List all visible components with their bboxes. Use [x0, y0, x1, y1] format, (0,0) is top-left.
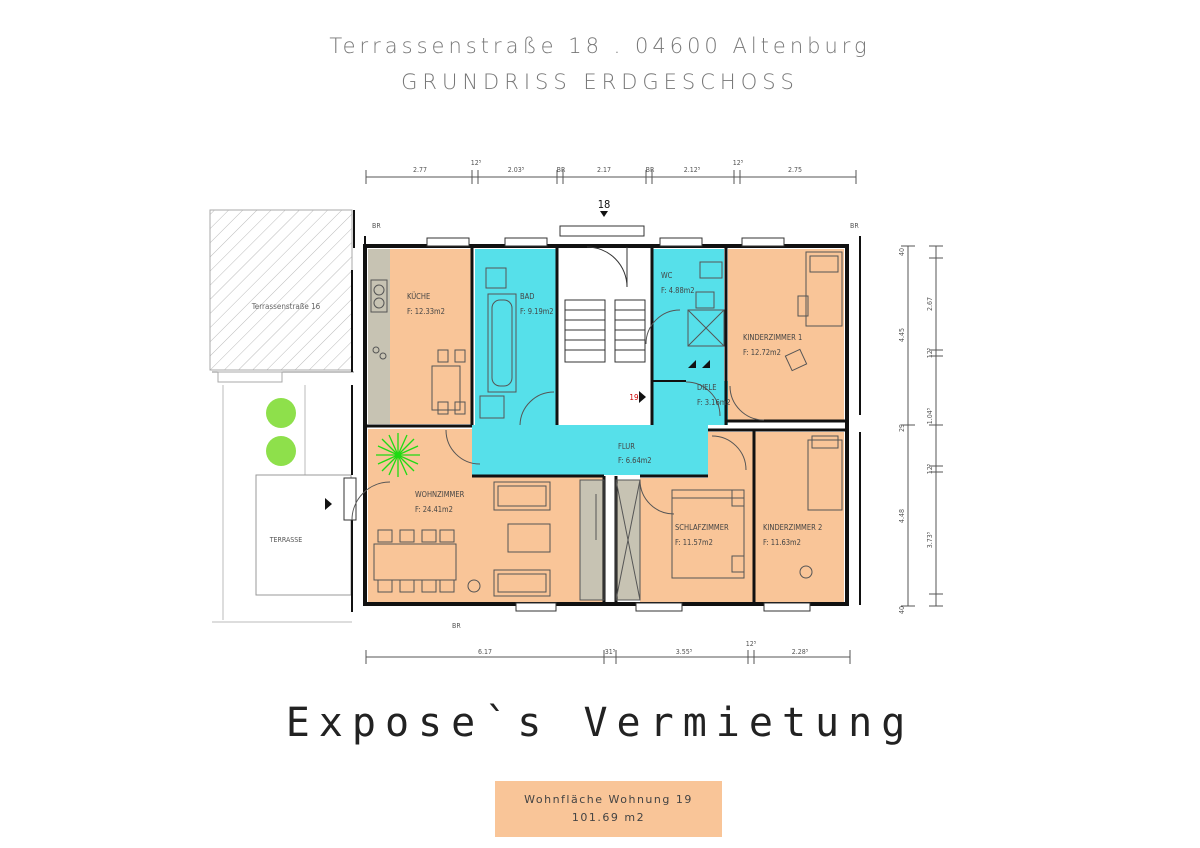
- tree-icon: [266, 436, 296, 466]
- dimension-line-right: 4.45 4.48 40 2.67 12⁵ 1.04⁵ 29 12⁵ 3.73⁵…: [898, 245, 943, 614]
- dim-top-1: 2.77: [413, 166, 427, 174]
- dim-top-6: BR: [646, 166, 655, 174]
- tree-icon: [266, 398, 296, 428]
- dim-top-9: 2.75: [788, 166, 802, 174]
- dim-right-inner-5: 12⁵: [926, 463, 934, 474]
- dim-right-inner-1: 40: [898, 248, 906, 256]
- sink-icon: [479, 395, 505, 419]
- living-area-box: Wohnfläche Wohnung 19 101.69 m2: [495, 781, 722, 837]
- dim-right-outer-1: 4.45: [898, 328, 906, 342]
- room-name-kinderzimmer-2: KINDERZIMMER 2: [763, 523, 822, 532]
- apartment-number: 19: [629, 393, 639, 402]
- bed-icon: [807, 439, 843, 511]
- dim-bottom-5: 2.28⁵: [792, 648, 809, 656]
- room-area-wohnzimmer: F: 24.41m2: [415, 505, 453, 514]
- stove-icon: [370, 279, 388, 313]
- dim-top-8: 12⁵: [733, 159, 744, 167]
- room-name-wc: WC: [661, 271, 673, 280]
- room-area-diele: F: 3.16m2: [697, 398, 731, 407]
- room-area-flur: F: 6.64m2: [618, 456, 652, 465]
- dim-right-mid: 29: [898, 424, 906, 432]
- wardrobe-icon: [579, 479, 605, 601]
- apartment-door-arrow-icon: [639, 391, 646, 403]
- room-area-wc: F: 4.88m2: [661, 286, 695, 295]
- room-name-kinderzimmer-1: KINDERZIMMER 1: [743, 333, 802, 342]
- dim-bottom-3: 3.55⁵: [676, 648, 693, 656]
- dining-table-icon: [373, 543, 457, 581]
- dim-top-7: 2.12⁵: [684, 166, 701, 174]
- neighbor-building: Terrassenstraße 16: [209, 209, 354, 383]
- sofa-icon: [493, 569, 551, 597]
- shower-icon: [687, 309, 725, 347]
- small-arrow-icon: [688, 360, 696, 368]
- furniture: [351, 251, 843, 601]
- br-label: BR: [372, 222, 381, 230]
- neighbor-label: Terrassenstraße 16: [251, 302, 321, 311]
- br-label: BR: [452, 622, 461, 630]
- living-area-value: 101.69 m2: [571, 811, 646, 824]
- dim-right-inner-2: 2.67: [926, 297, 934, 311]
- expose-title: Expose`s Vermietung: [285, 700, 915, 746]
- dining-table-icon: [431, 365, 461, 411]
- room-name-flur: FLUR: [618, 442, 635, 451]
- room-area-kinderzimmer-1: F: 12.72m2: [743, 348, 781, 357]
- walls: [351, 210, 861, 612]
- room-area-kueche: F: 12.33m2: [407, 307, 445, 316]
- room-name-schlafzimmer: SCHLAFZIMMER: [675, 523, 729, 532]
- toilet-icon: [695, 291, 715, 309]
- dim-bottom-2: 31⁵: [605, 648, 616, 656]
- wardrobe-icon: [615, 479, 641, 601]
- room-labels: KÜCHE F: 12.33m2 BAD F: 9.19m2 WC F: 4.8…: [407, 271, 822, 547]
- dimension-line-bottom: 6.17 31⁵ 3.55⁵ 12⁵ 2.28⁵: [365, 640, 851, 664]
- room-area-bad: F: 9.19m2: [520, 307, 554, 316]
- terrace-arrow-icon: [325, 498, 332, 510]
- dim-right-inner-4: 1.04⁵: [926, 407, 934, 424]
- plan-title: GRUNDRISS ERDGESCHOSS: [401, 70, 799, 94]
- single-bed-icon: [805, 251, 843, 327]
- address-heading: Terrassenstraße 18 . 04600 Altenburg: [329, 34, 871, 58]
- dim-right-inner-6: 3.73⁵: [926, 531, 934, 548]
- dimension-line-top: 2.77 12⁵ 2.03⁵ BR 2.17 BR 2.12⁵ 12⁵ 2.75: [365, 159, 857, 184]
- dim-right-outer-2: 4.48: [898, 509, 906, 523]
- room-fills: [368, 249, 844, 602]
- floor-plan: Terrassenstraße 16 TERRASSE: [209, 159, 943, 664]
- dim-right-inner-7: 40: [898, 606, 906, 614]
- dim-right-inner-3: 12⁵: [926, 347, 934, 358]
- room-name-kueche: KÜCHE: [407, 292, 430, 301]
- small-arrow-icon: [702, 360, 710, 368]
- dim-bottom-4: 12⁵: [746, 640, 757, 648]
- room-name-diele: DIELE: [697, 383, 716, 392]
- double-bed-icon: [671, 489, 745, 579]
- bathtub-icon: [487, 293, 517, 393]
- entrance-arrow-icon: [600, 211, 608, 217]
- coffee-table-icon: [507, 523, 551, 553]
- sofa-icon: [493, 481, 551, 511]
- dim-top-2: 12⁵: [471, 159, 482, 167]
- room-name-wohnzimmer: WOHNZIMMER: [415, 490, 465, 499]
- plant-icon: [376, 433, 420, 477]
- room-area-kinderzimmer-2: F: 11.63m2: [763, 538, 801, 547]
- dim-top-3: 2.03⁵: [508, 166, 525, 174]
- terrace: TERRASSE: [212, 385, 352, 623]
- dim-bottom-1: 6.17: [478, 648, 492, 656]
- terrace-label: TERRASSE: [269, 536, 303, 544]
- room-name-bad: BAD: [520, 292, 534, 301]
- stairwell: [564, 246, 646, 363]
- room-area-schlafzimmer: F: 11.57m2: [675, 538, 713, 547]
- dim-top-4: BR: [557, 166, 566, 174]
- living-area-label: Wohnfläche Wohnung 19: [524, 793, 693, 806]
- dim-top-5: 2.17: [597, 166, 611, 174]
- br-label: BR: [850, 222, 859, 230]
- entrance-number: 18: [598, 198, 611, 211]
